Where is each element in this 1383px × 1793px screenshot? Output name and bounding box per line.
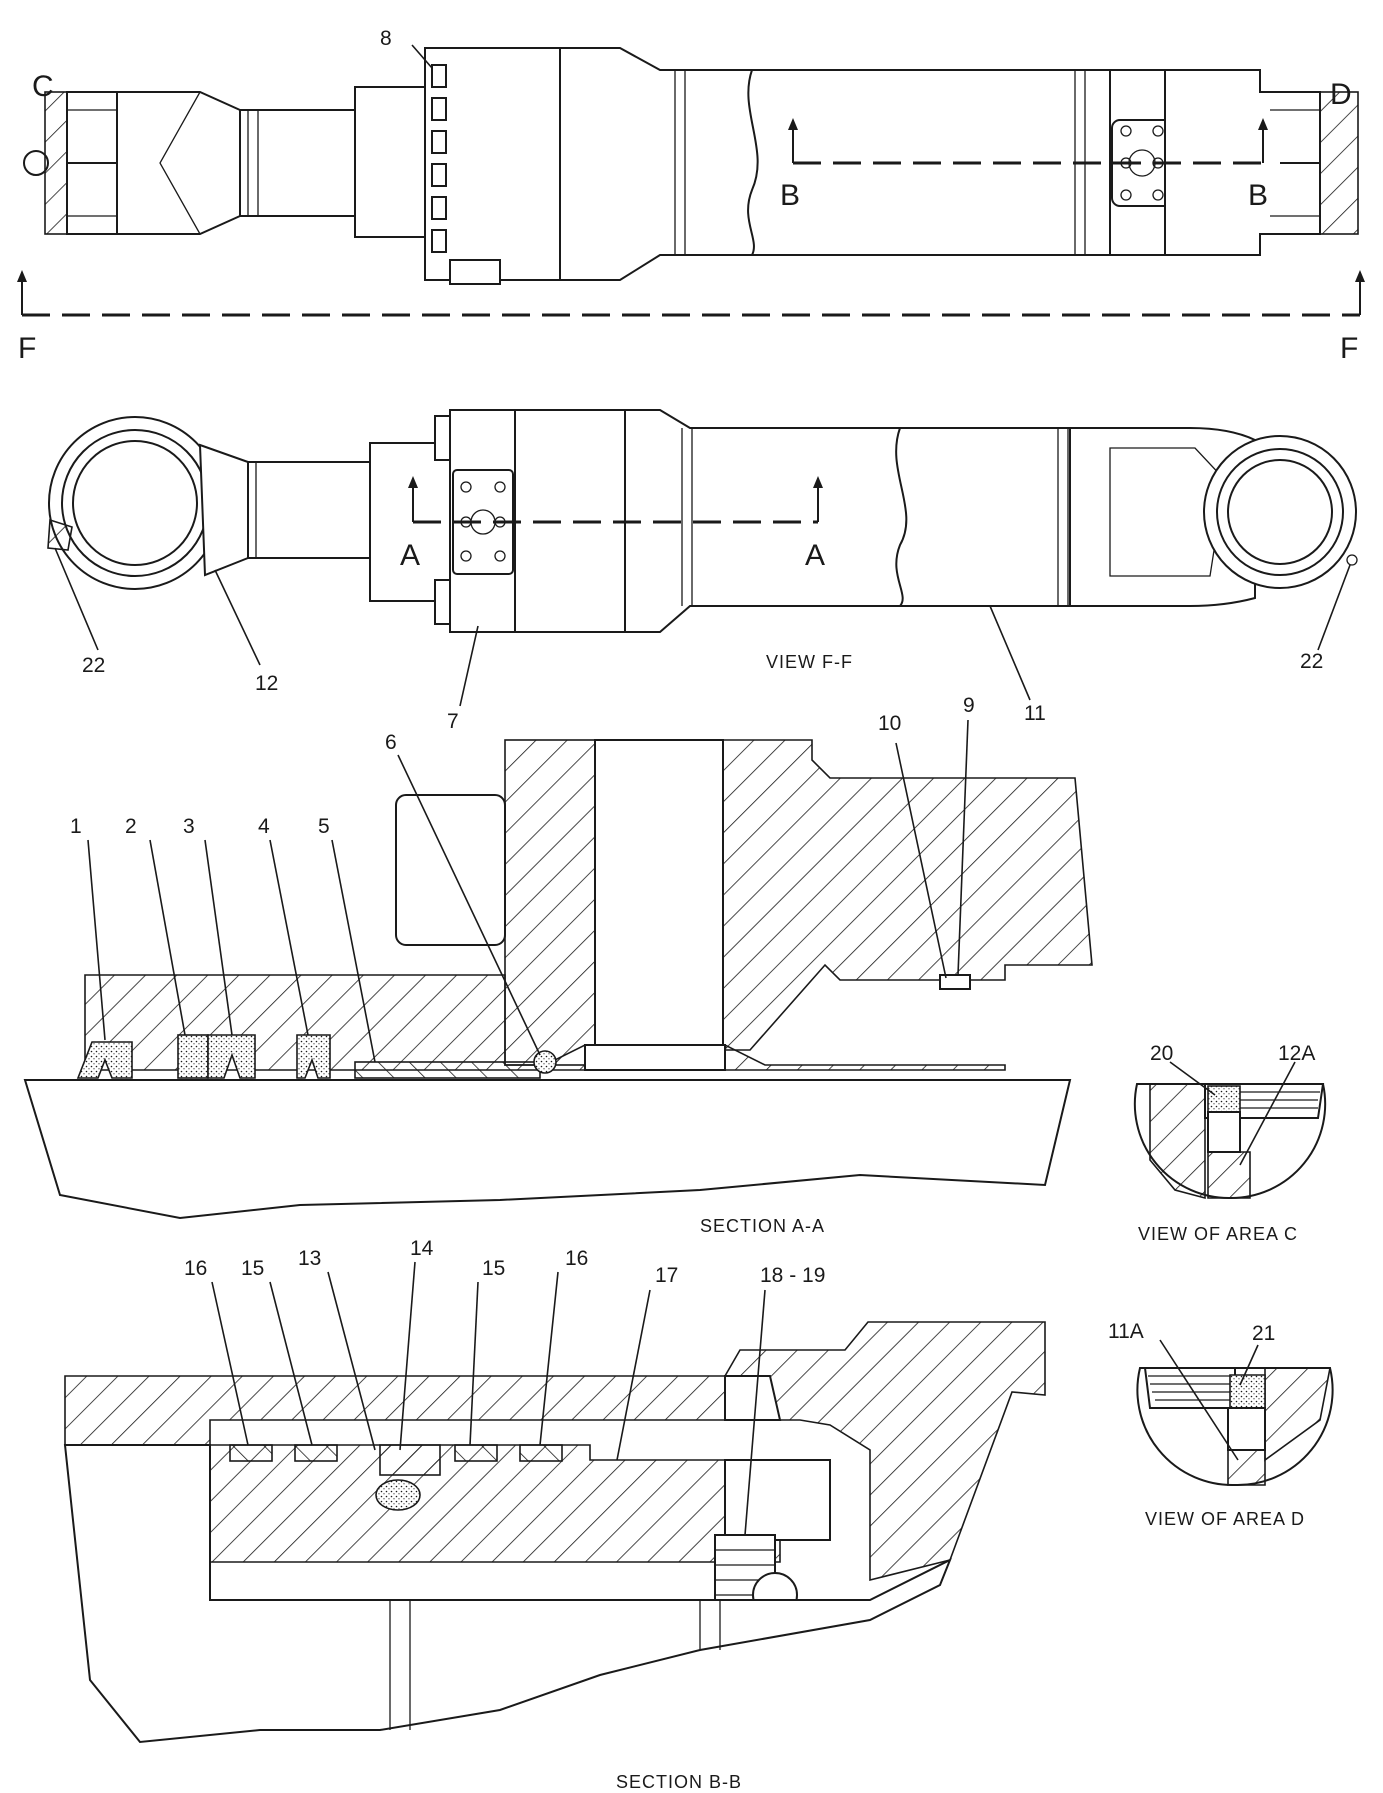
wear-ring-16-right	[519, 1444, 563, 1462]
callout-3: 3	[183, 815, 195, 838]
callout-18-19: 18 - 19	[760, 1264, 825, 1287]
bolt-heads-top	[431, 64, 447, 253]
gland-top	[354, 86, 426, 238]
caption-area-d: VIEW OF AREA D	[1145, 1509, 1305, 1529]
right-cylinder-eye	[1203, 435, 1357, 589]
seal-3	[207, 1034, 256, 1079]
rod-section-aa	[23, 1079, 1072, 1220]
callout-15-left: 15	[241, 1257, 264, 1280]
callout-11a: 11A	[1108, 1320, 1144, 1343]
port-boss-right-wall	[722, 739, 1093, 1051]
rod-ff	[247, 461, 371, 559]
label-d: D	[1330, 78, 1352, 111]
callout-15-right: 15	[482, 1257, 505, 1280]
callout-11: 11	[1024, 702, 1046, 725]
callout-6: 6	[385, 731, 397, 754]
label-a-left: A	[400, 539, 420, 572]
right-end-section	[1319, 91, 1359, 235]
left-rod-end-section	[23, 91, 241, 235]
callout-2: 2	[125, 815, 137, 838]
caption-section-bb: SECTION B-B	[616, 1772, 742, 1792]
wear-ring-16-left	[229, 1444, 273, 1462]
label-a-right: A	[805, 539, 825, 572]
caption-section-aa: SECTION A-A	[700, 1216, 825, 1236]
callout-5: 5	[318, 815, 330, 838]
o-ring-9-10	[939, 974, 971, 990]
callout-8: 8	[380, 27, 392, 50]
caption-view-ff: VIEW F-F	[766, 652, 853, 672]
section-bb	[63, 1261, 1046, 1744]
port-boss-left-wall	[504, 739, 596, 1066]
callout-21: 21	[1252, 1322, 1275, 1345]
callout-4: 4	[258, 815, 270, 838]
wear-ring-15-left	[294, 1444, 338, 1462]
seal-20	[1207, 1085, 1241, 1113]
callout-20: 20	[1150, 1042, 1173, 1065]
caption-area-c: VIEW OF AREA C	[1138, 1224, 1298, 1244]
callout-12a: 12A	[1278, 1042, 1315, 1065]
label-f-left: F	[18, 332, 36, 365]
seal-2	[177, 1034, 209, 1079]
label-c: C	[32, 70, 54, 103]
callout-22-right: 22	[1300, 650, 1323, 673]
callout-7: 7	[447, 710, 459, 733]
seal-14	[375, 1479, 421, 1511]
seal-1	[76, 1041, 133, 1079]
callout-12: 12	[255, 672, 278, 695]
seal-13	[379, 1444, 441, 1476]
label-b-right: B	[1248, 179, 1268, 212]
callout-14: 14	[410, 1237, 434, 1260]
label-f-right: F	[1340, 332, 1358, 365]
section-aa	[23, 719, 1093, 1220]
left-rod-eye	[48, 416, 222, 590]
callout-16-right: 16	[565, 1247, 588, 1270]
area-c-detail	[1133, 1061, 1327, 1200]
callout-9: 9	[963, 694, 975, 717]
area-d-detail	[1136, 1339, 1334, 1487]
label-b-left: B	[780, 179, 800, 212]
rod-top	[239, 109, 356, 217]
tube-wall-section	[64, 1321, 1046, 1582]
callout-16-left: 16	[184, 1257, 207, 1280]
top-view	[17, 44, 1365, 317]
callout-17: 17	[655, 1264, 678, 1287]
wear-ring-15-right	[454, 1444, 498, 1462]
seal-21	[1229, 1374, 1266, 1409]
callout-22-left: 22	[82, 654, 105, 677]
callout-13: 13	[298, 1247, 321, 1270]
head-top	[424, 47, 561, 281]
wear-ring-5	[354, 1061, 541, 1079]
callout-10: 10	[878, 712, 901, 735]
view-ff	[47, 409, 1358, 707]
seal-4	[296, 1034, 331, 1079]
grease-fitting-left	[47, 518, 73, 551]
grease-fitting-right	[1346, 554, 1358, 566]
o-ring-6	[533, 1050, 557, 1074]
callout-1: 1	[70, 815, 82, 838]
